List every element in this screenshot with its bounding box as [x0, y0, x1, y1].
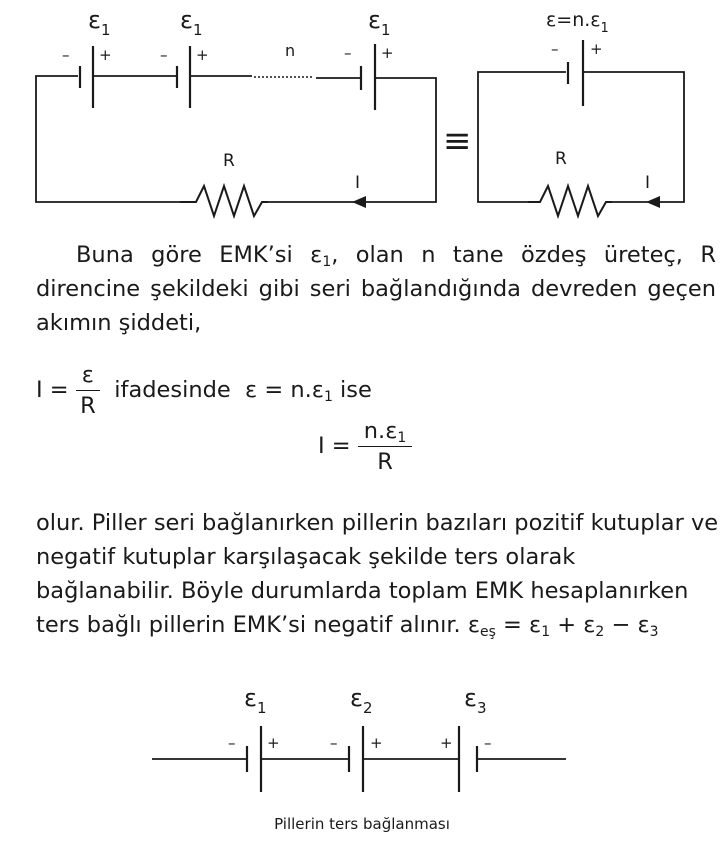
figure-caption: Pillerin ters bağlanması	[274, 815, 450, 833]
eq1-fraction: ε R	[75, 362, 100, 419]
dotted-n-label: n	[285, 41, 295, 60]
bottom-battery-2-label: ε2	[350, 684, 373, 717]
eq2-lhs: I =	[318, 433, 351, 459]
bottom-battery-3-label: ε3	[464, 684, 487, 717]
eq1-numerator: ε	[75, 362, 100, 391]
total-current-formula: I = n.ε1 R	[318, 418, 413, 498]
battery-1-emf-label: ε1	[88, 6, 111, 39]
equivalent-battery-plus: +	[590, 40, 603, 58]
current-left-label: I	[355, 173, 360, 193]
battery-n	[359, 44, 377, 110]
eq1-suffix: ise	[339, 377, 372, 403]
equivalent-battery-minus: –	[551, 40, 559, 58]
reverse-text: olur. Piller seri bağlanırken pillerin b…	[36, 510, 719, 638]
resistor-left	[180, 182, 268, 220]
bottom-b2-minus: –	[330, 734, 338, 752]
current-arrow-right	[646, 196, 660, 208]
bottom-b1-plus: +	[267, 734, 280, 752]
series-circuit-figure: ε1 ε1 ε1 – + – + n – + R I ≡ ε=n.ε1 – + …	[35, 6, 685, 220]
battery-2-minus: –	[160, 46, 168, 64]
right-circuit-wires	[477, 71, 685, 203]
equivalence-symbol: ≡	[443, 121, 472, 161]
battery-n-emf-label: ε1	[368, 6, 391, 39]
eq1-denominator: R	[80, 393, 96, 419]
battery-n-minus: –	[344, 44, 352, 62]
bottom-battery-3	[457, 726, 479, 792]
intro-paragraph: Buna göre EMK’si ε1, olan n tane özdeş ü…	[36, 238, 716, 340]
reverse-battery-figure: ε1 ε2 ε3 – + – + + –	[152, 684, 566, 792]
resistor-right	[528, 182, 612, 220]
current-arrow-left	[352, 196, 366, 208]
intro-text-a: Buna göre EMK’si ε	[76, 242, 323, 268]
bottom-b2-plus: +	[370, 734, 383, 752]
equivalent-battery	[566, 40, 585, 106]
battery-n-plus: +	[381, 44, 394, 62]
reverse-connection-paragraph: olur. Piller seri bağlanırken pillerin b…	[36, 506, 720, 642]
bottom-b1-minus: –	[228, 734, 236, 752]
eq2-numerator: n.ε1	[357, 418, 413, 447]
equivalent-battery-emf-label: ε=n.ε1	[546, 9, 609, 36]
eq1-rhs-sub: 1	[323, 389, 333, 406]
eq1-lhs: I =	[36, 377, 69, 403]
battery-2	[175, 46, 192, 108]
eq2-fraction: n.ε1 R	[357, 418, 413, 475]
equivalent-emf-formula: εeş = ε1 + ε2 − ε3	[467, 612, 659, 641]
eq2-denominator: R	[377, 449, 393, 475]
eq1-middle-text: ifadesinde	[114, 377, 231, 403]
current-formula: I = ε R ifadesinde ε = n.ε1 ise	[36, 362, 372, 422]
battery-1-plus: +	[99, 46, 112, 64]
bottom-b3-minus: –	[484, 734, 492, 752]
intro-text-b: , olan n tane özdeş üreteç, R direncine …	[36, 242, 716, 336]
resistor-left-label: R	[223, 151, 235, 171]
eq1-rhs: ε = n.ε	[245, 377, 324, 403]
bottom-b3-plus: +	[440, 734, 453, 752]
resistor-right-label: R	[555, 149, 567, 169]
battery-1-minus: –	[62, 46, 70, 64]
bottom-battery-1-label: ε1	[244, 684, 267, 717]
battery-1	[78, 46, 95, 108]
battery-2-emf-label: ε1	[180, 6, 203, 39]
intro-sub: 1	[322, 254, 332, 271]
bottom-battery-2	[347, 726, 365, 792]
battery-2-plus: +	[196, 46, 209, 64]
bottom-battery-1	[245, 726, 263, 792]
current-right-label: I	[645, 173, 650, 193]
